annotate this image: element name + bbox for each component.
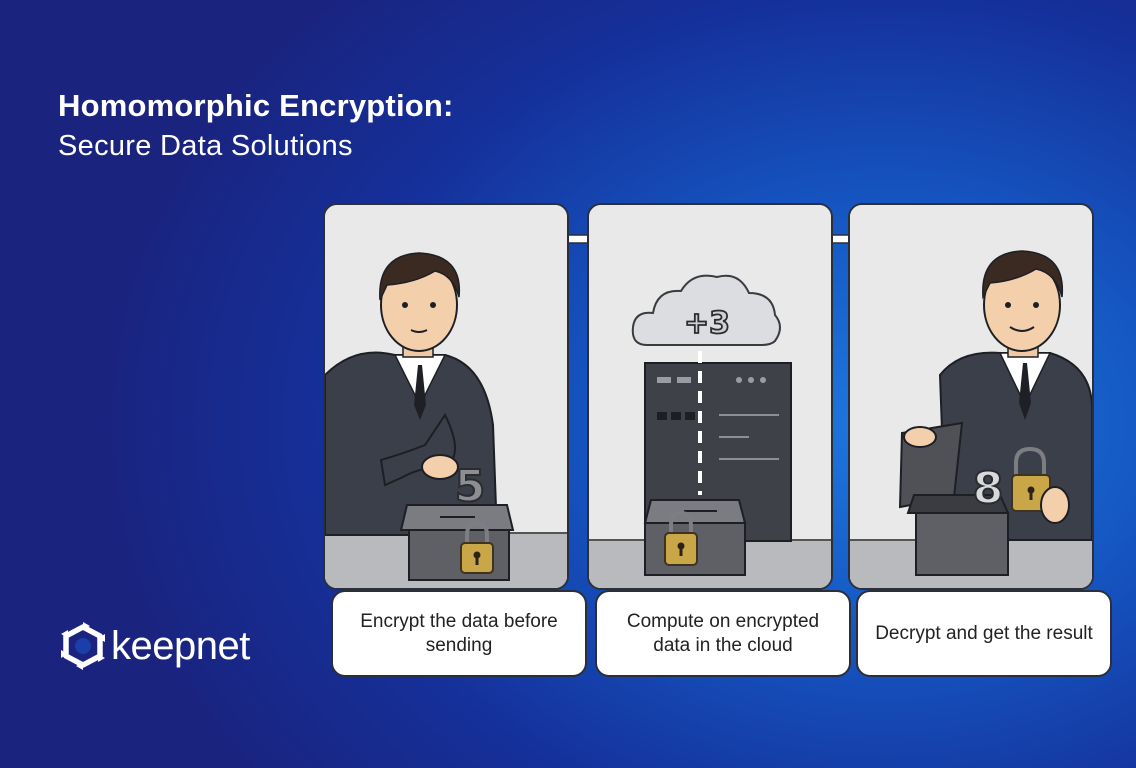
brand-name: keepnet bbox=[111, 624, 250, 668]
page-subtitle: Secure Data Solutions bbox=[58, 130, 353, 162]
step-2-caption: Compute on encrypted data in the cloud bbox=[595, 590, 851, 677]
padlock-icon bbox=[664, 510, 698, 566]
step-3-illustration: 8 bbox=[848, 203, 1094, 590]
brand-logo: keepnet bbox=[58, 622, 250, 670]
locked-box bbox=[643, 499, 747, 576]
step-2-caption-text: Compute on encrypted data in the cloud bbox=[626, 610, 820, 656]
keepnet-logo-icon bbox=[61, 622, 105, 670]
step-1-illustration: 5 bbox=[323, 203, 569, 590]
step-1-caption: Encrypt the data before sending bbox=[331, 590, 587, 677]
result-number: 8 bbox=[973, 463, 1004, 514]
step-1-caption-text: Encrypt the data before sending bbox=[360, 610, 558, 656]
step-2-illustration: +3 bbox=[587, 203, 833, 590]
title-block: Homomorphic Encryption: Secure Data Solu… bbox=[58, 88, 454, 163]
step-3-caption-text: Decrypt and get the result bbox=[875, 622, 1093, 644]
step-3-caption: Decrypt and get the result bbox=[856, 590, 1112, 677]
page-title: Homomorphic Encryption: bbox=[58, 88, 454, 123]
businessman bbox=[325, 252, 499, 536]
cloud-icon: +3 bbox=[631, 274, 781, 346]
padlock-icon bbox=[460, 520, 494, 574]
locked-box bbox=[399, 504, 515, 581]
businessman bbox=[938, 250, 1092, 541]
cloud-label: +3 bbox=[684, 306, 730, 341]
